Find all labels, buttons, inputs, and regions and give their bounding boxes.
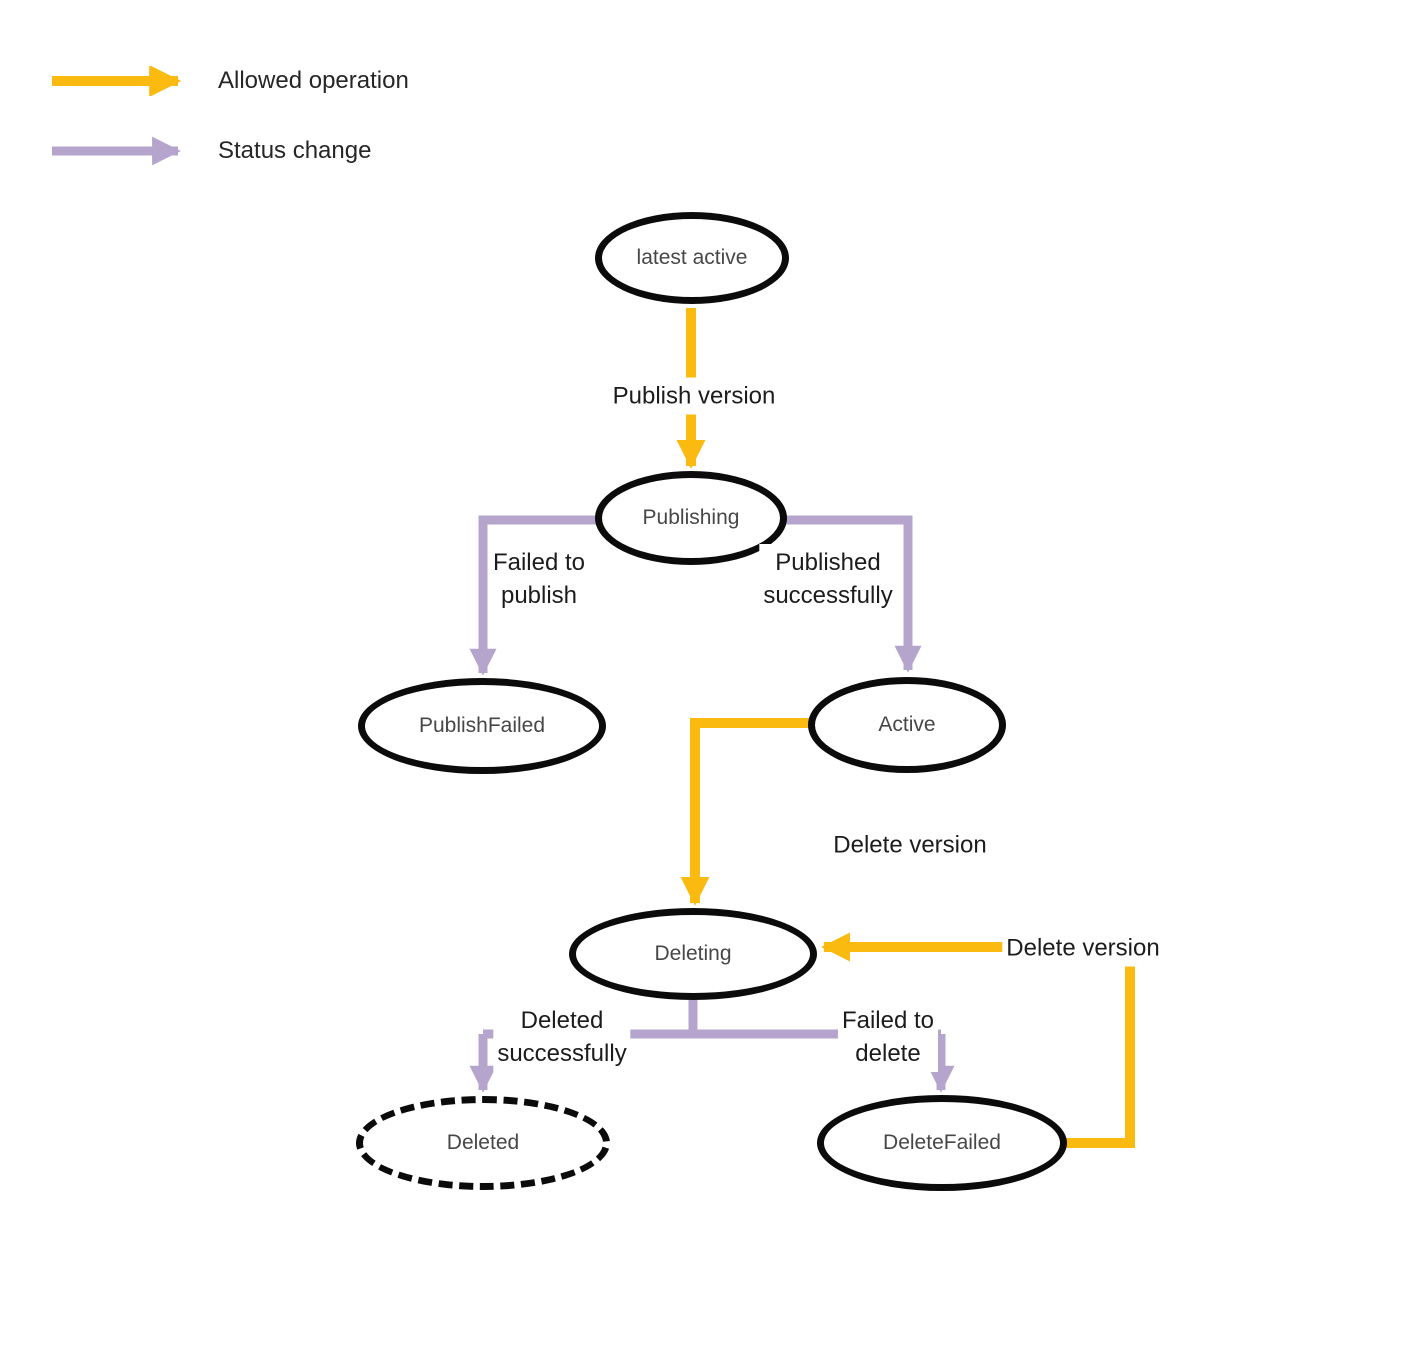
node-deleted: Deleted (356, 1096, 610, 1190)
status-change-arrow-icon (52, 136, 181, 165)
node-publishing: Publishing (595, 471, 787, 565)
legend-item-allowed-operation: Allowed operation (50, 62, 409, 99)
allowed-operation-arrow-icon (52, 65, 182, 96)
node-active: Active (808, 677, 1006, 773)
edge-failed-to-publish (469, 515, 597, 676)
edge-delete-version-from-active (680, 718, 810, 906)
edge-published-successfully (786, 515, 922, 673)
edge-label-failed-to-publish: Failed to publish (488, 544, 590, 614)
legend-item-status-change: Status change (50, 132, 409, 169)
node-delete-failed: DeleteFailed (817, 1095, 1067, 1191)
legend-label-allowed-operation: Allowed operation (218, 66, 409, 94)
node-publishing-label: Publishing (642, 506, 740, 529)
node-latest-active: latest active (595, 212, 789, 304)
edge-label-failed-to-delete: Failed to delete (837, 1002, 939, 1072)
node-active-label: Active (878, 713, 936, 736)
node-publish-failed-label: PublishFailed (418, 714, 546, 737)
legend: Allowed operation Status change (50, 62, 409, 169)
edge-label-delete-version-retry: Delete version (1002, 929, 1164, 967)
legend-label-status-change: Status change (218, 136, 372, 164)
edge-label-deleted-successfully: Deleted successfully (493, 1002, 631, 1072)
edge-label-publish-version: Publish version (608, 377, 780, 415)
node-deleting: Deleting (569, 908, 817, 1000)
node-publish-failed: PublishFailed (358, 678, 606, 774)
node-delete-failed-label: DeleteFailed (883, 1131, 1001, 1154)
edge-delete-version-retry (821, 932, 1135, 1148)
node-latest-active-label: latest active (636, 246, 748, 269)
node-deleted-label: Deleted (446, 1131, 520, 1154)
edge-label-published-successfully: Published successfully (759, 544, 897, 614)
node-deleting-label: Deleting (654, 942, 732, 965)
edge-label-delete-version: Delete version (829, 826, 991, 864)
